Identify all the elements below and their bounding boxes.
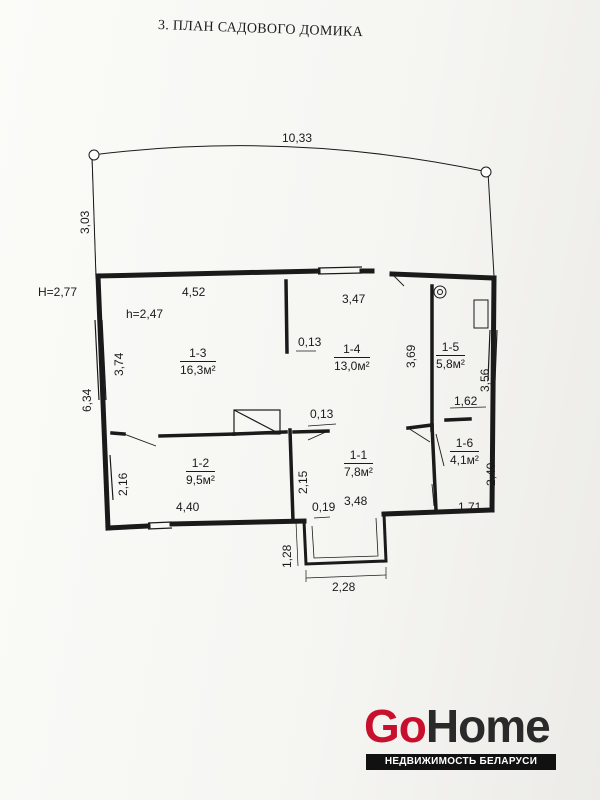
room-number: 1-6: [450, 436, 479, 452]
dim-room16-depth: 2,40: [484, 462, 498, 486]
logo-wordmark: GoHome: [364, 700, 551, 752]
room-area: 13,0м²: [334, 359, 370, 373]
room-number: 1-1: [344, 448, 373, 464]
room-area: 5,8м²: [436, 357, 465, 371]
room-area: 9,5м²: [186, 473, 215, 487]
dim-porch-width: 2,28: [332, 580, 356, 594]
dim-porch-depth: 1,28: [280, 544, 294, 568]
windows: [94, 266, 498, 530]
plot-corner-marker: [88, 149, 100, 161]
room-label: 1-1 7,8м²: [344, 448, 373, 479]
gohome-logo: GoHome НЕДВИЖИМОСТЬ БЕЛАРУСИ: [364, 700, 560, 778]
room-label: 1-4 13,0м²: [334, 342, 370, 373]
dim-wall-b: 0,13: [310, 407, 334, 421]
interior-walls: [110, 279, 472, 523]
toilet-icon: [433, 285, 447, 299]
dim-inner-height: h=2,47: [126, 307, 164, 321]
room-area: 4,1м²: [450, 453, 479, 467]
room-label: 1-3 16,3м²: [180, 346, 216, 377]
logo-word-go: Go: [364, 700, 427, 752]
stair-hatch: [233, 409, 281, 435]
room-label: 1-5 5,8м²: [436, 340, 465, 371]
dim-plot-depth: 3,03: [78, 210, 92, 234]
dim-room13-depth: 3,74: [112, 352, 126, 376]
dim-room11-width: 3,48: [344, 494, 368, 508]
plot-corner-marker: [480, 166, 492, 178]
room-number: 1-2: [186, 456, 215, 472]
logo-word-home: Home: [425, 700, 551, 752]
sink-icon: [473, 299, 489, 329]
bathroom-fixtures: [433, 285, 489, 329]
dim-left-depth: 6,34: [80, 388, 94, 412]
dim-bath-width: 1,62: [454, 394, 478, 408]
porch: [302, 512, 388, 566]
dim-room16-width: 1,71: [458, 500, 482, 514]
porch-dimensions: [295, 521, 387, 582]
dim-bath-depth: 3,56: [478, 368, 492, 392]
room-label: 1-2 9,5м²: [186, 456, 215, 487]
room-number: 1-5: [436, 340, 465, 356]
room-number: 1-4: [334, 342, 370, 358]
dim-wall-a: 0,13: [298, 335, 322, 349]
dim-top-width: 10,33: [282, 131, 313, 145]
dim-room14-depth: 3,69: [404, 344, 418, 368]
logo-tagline: НЕДВИЖИМОСТЬ БЕЛАРУСИ: [366, 754, 556, 770]
room-area: 7,8м²: [344, 465, 373, 479]
leader-lines: [296, 350, 487, 519]
door-swings: [123, 273, 445, 507]
dim-room12-depth: 2,16: [116, 472, 130, 496]
dim-room11-depth: 2,15: [296, 470, 310, 494]
dim-outer-height: H=2,77: [38, 285, 78, 299]
plot-outline: [91, 145, 495, 279]
dim-room12-width: 4,40: [176, 500, 200, 514]
dim-room14-width: 3,47: [342, 292, 366, 306]
dim-wall-c: 0,19: [312, 500, 336, 514]
room-number: 1-3: [180, 346, 216, 362]
dim-room13-width: 4,52: [182, 285, 206, 299]
room-label: 1-6 4,1м²: [450, 436, 479, 467]
room-area: 16,3м²: [180, 363, 216, 377]
